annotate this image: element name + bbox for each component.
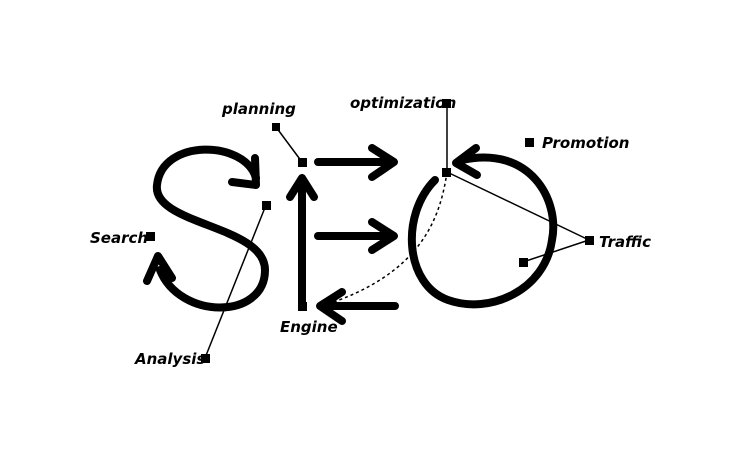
e-middle-arrowhead (368, 218, 398, 254)
s-bottom-arrowhead (143, 252, 176, 285)
label-analysis: Analysis (134, 350, 205, 368)
connector-lines (204, 103, 590, 359)
letter-s (143, 145, 270, 312)
letter-o (407, 144, 558, 309)
line-analysis (204, 204, 267, 359)
e-bottom-arrowhead (316, 288, 346, 325)
node-s-center (262, 201, 271, 210)
node-planning-e (298, 158, 307, 167)
o-arrowhead (452, 144, 481, 179)
label-optimization: optimization (350, 94, 456, 112)
label-planning: planning (221, 100, 296, 118)
line-traffic-2 (522, 239, 590, 263)
label-promotion: Promotion (542, 134, 629, 152)
letter-o-stroke (407, 153, 558, 309)
node-search (146, 232, 155, 241)
line-traffic-1 (446, 171, 590, 241)
node-o-inner (519, 258, 528, 267)
label-engine: Engine (280, 318, 338, 336)
node-engine (298, 302, 307, 311)
node-traffic (585, 236, 594, 245)
node-promotion (525, 138, 534, 147)
label-search: Search (90, 229, 148, 247)
line-planning (275, 126, 303, 163)
e-top-arrowhead (368, 144, 398, 181)
node-optimization (442, 99, 451, 108)
nodes (146, 99, 594, 363)
node-planning (272, 123, 280, 131)
node-o-top (442, 168, 451, 177)
letter-e (286, 144, 399, 325)
s-top-arrowhead (228, 154, 260, 189)
e-stem-arrowhead (286, 174, 318, 201)
label-traffic: Traffic (599, 233, 651, 251)
letter-s-stroke (152, 145, 270, 312)
node-analysis (201, 354, 210, 363)
labels: planning optimization Promotion Search T… (90, 94, 651, 368)
dashed-curve (321, 171, 448, 307)
